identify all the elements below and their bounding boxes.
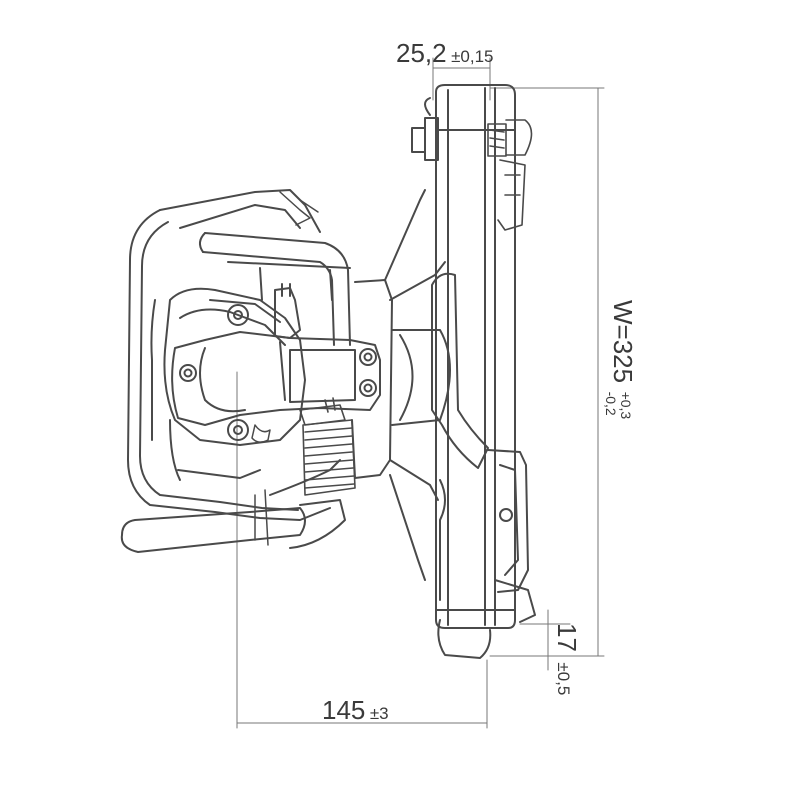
dimension-lines <box>236 57 605 729</box>
dimension-w325-tol-lower: -0,2 <box>603 391 620 416</box>
handle-bar <box>199 232 351 346</box>
dimension-145-tolerance: ±3 <box>369 704 389 723</box>
guide-plate <box>411 84 516 629</box>
dimension-25-2-tolerance: ±0,15 <box>451 47 494 66</box>
dimension-w325: W=325 +0,3 -0,2 <box>603 300 638 420</box>
dimension-17-tolerance: ±0,5 <box>554 662 573 696</box>
oil-tube <box>431 272 489 469</box>
dimension-w325-label: W=325 <box>608 300 638 384</box>
dimension-25-2-value: 25,2 <box>396 38 447 68</box>
dimension-17-value: 17 <box>552 623 582 652</box>
fuel-tank <box>127 189 331 521</box>
dimension-145: 145 ±3 <box>322 697 389 723</box>
dimension-25-2: 25,2 ±0,15 <box>396 40 493 66</box>
mounting-plate <box>171 283 381 443</box>
crankcase <box>351 189 451 581</box>
drive-section <box>437 449 536 659</box>
dimension-w325-tol-upper: +0,3 <box>617 391 634 420</box>
tension-spring <box>487 119 533 231</box>
dimension-17: 17 ±0,5 <box>552 623 582 696</box>
dimension-145-value: 145 <box>322 695 366 725</box>
carburetor-body <box>163 261 351 481</box>
spring-coil <box>299 397 356 496</box>
